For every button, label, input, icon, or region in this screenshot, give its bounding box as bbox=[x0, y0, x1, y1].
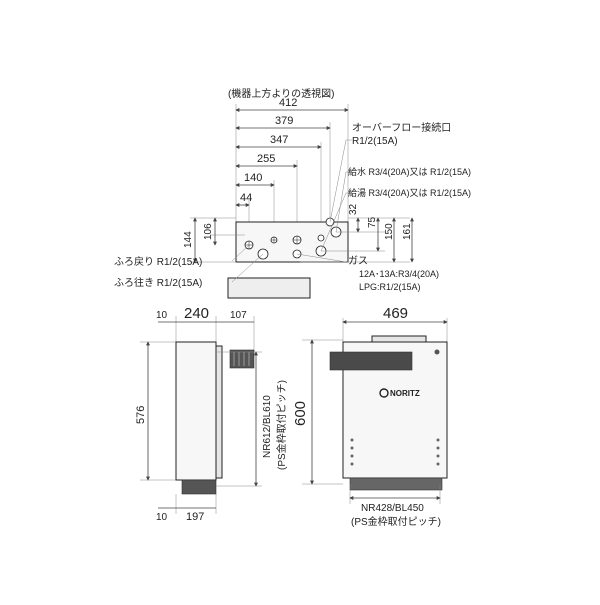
dim-150: 150 bbox=[384, 223, 395, 240]
dim-106: 106 bbox=[203, 223, 214, 240]
side-view-exhaust bbox=[229, 349, 255, 369]
top-view-bracket bbox=[227, 277, 311, 299]
front-dim-600: 600 bbox=[292, 401, 309, 426]
noritz-logo: NORITZ bbox=[379, 388, 420, 398]
dim-412: 412 bbox=[279, 97, 297, 109]
front-view-top-band bbox=[329, 351, 413, 371]
side-dim-10-bottom: 10 bbox=[156, 512, 168, 523]
front-view-pipes bbox=[349, 477, 443, 491]
side-dim-197: 197 bbox=[186, 511, 204, 523]
side-dim-10-top: 10 bbox=[156, 310, 168, 321]
side-dim-240: 240 bbox=[184, 305, 209, 322]
top-view-caption: (機器上方よりの透視図) bbox=[228, 87, 334, 100]
dim-140: 140 bbox=[244, 172, 262, 184]
side-view-body bbox=[175, 341, 217, 481]
dim-347: 347 bbox=[270, 134, 288, 146]
label-gas-lpg: LPG:R1/2(15A) bbox=[359, 282, 421, 292]
side-dim-576: 576 bbox=[135, 406, 147, 424]
side-pitch-note: (PS金枠取付ピッチ) bbox=[275, 380, 288, 470]
dim-75: 75 bbox=[367, 216, 378, 228]
brand-name: NORITZ bbox=[390, 389, 420, 398]
dim-144: 144 bbox=[183, 231, 194, 248]
dim-161: 161 bbox=[402, 223, 413, 240]
label-gas-title: ガス bbox=[348, 255, 368, 267]
indicator-dots bbox=[350, 438, 440, 466]
label-gas-city: 12A･13A:R3/4(20A) bbox=[359, 269, 439, 279]
label-overflow-size: R1/2(15A) bbox=[352, 136, 398, 147]
label-overflow-title: オーバーフロー接続口 bbox=[352, 121, 451, 134]
front-pitch-note: (PS金枠取付ピッチ) bbox=[351, 515, 441, 528]
label-bath-out: ふろ往き R1/2(15A) bbox=[114, 276, 202, 289]
top-view-plate bbox=[235, 221, 349, 263]
front-dim-469: 469 bbox=[383, 305, 408, 322]
label-bath-return: ふろ戻り R1/2(15A) bbox=[114, 255, 202, 268]
side-view: 10 240 107 576 NR612/BL610 (PS金枠取付ピッチ) 1… bbox=[135, 305, 288, 523]
dim-44: 44 bbox=[240, 192, 252, 204]
top-view: (機器上方よりの透視図) 412 379 347 255 140 44 bbox=[114, 87, 471, 299]
leader-lines bbox=[231, 139, 352, 283]
label-water-supply: 給水 R3/4(20A)又は R1/2(15A) bbox=[348, 166, 471, 177]
dim-32: 32 bbox=[348, 203, 359, 215]
side-view-pipes bbox=[181, 479, 217, 495]
dim-255: 255 bbox=[257, 153, 275, 165]
front-view: 469 600 NORITZ bbox=[292, 305, 448, 528]
front-pitch-model: NR428/BL450 bbox=[361, 503, 424, 514]
side-view-front bbox=[215, 345, 223, 479]
label-hot-water: 給湯 R3/4(20A)又は R1/2(15A) bbox=[348, 187, 471, 198]
side-dim-107: 107 bbox=[230, 310, 247, 321]
side-pitch-model: NR612/BL610 bbox=[262, 395, 273, 458]
dim-379: 379 bbox=[275, 115, 293, 127]
